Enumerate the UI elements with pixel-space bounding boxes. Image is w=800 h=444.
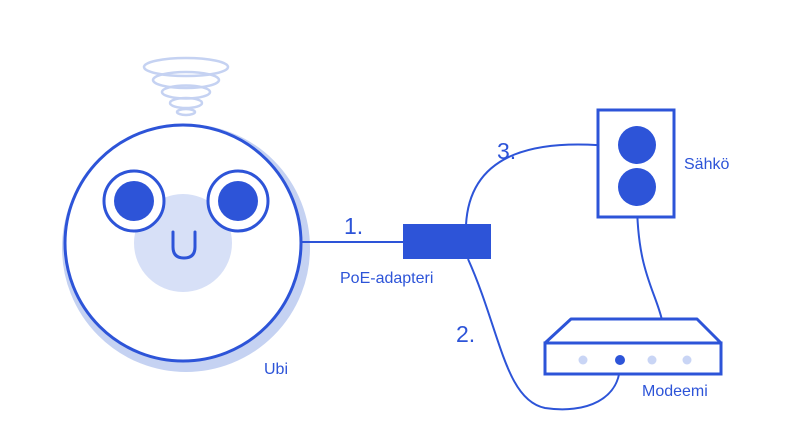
poe-adapter-label: PoE-adapteri	[340, 270, 433, 287]
cable-outlet-to-modem	[636, 199, 663, 321]
outlet-socket-top	[618, 126, 656, 164]
outlet-socket-bottom	[618, 168, 656, 206]
device-label: Ubi	[264, 361, 288, 378]
poe-adapter-icon	[403, 224, 491, 259]
power-label: Sähkö	[684, 156, 729, 173]
left-eye-pupil	[114, 181, 154, 221]
modem-icon	[543, 317, 723, 376]
right-eye-pupil	[218, 181, 258, 221]
ubi-face-icon	[62, 123, 310, 372]
modem-led-1	[578, 355, 588, 365]
modem-port-active	[615, 355, 625, 365]
modem-led-2	[647, 355, 657, 365]
modem-label: Modeemi	[642, 383, 708, 400]
modem-top	[543, 317, 723, 345]
modem-front	[543, 341, 723, 376]
wifi-waves-icon	[142, 56, 230, 117]
cable-adapter-to-outlet	[465, 143, 621, 226]
step-1-label: 1.	[344, 213, 363, 239]
step-3-label: 3.	[497, 138, 516, 164]
smile	[171, 230, 197, 260]
cable-adapter-to-modem	[467, 258, 622, 411]
power-outlet-icon	[596, 108, 676, 219]
step-2-label: 2.	[456, 321, 475, 347]
modem-led-3	[682, 355, 692, 365]
